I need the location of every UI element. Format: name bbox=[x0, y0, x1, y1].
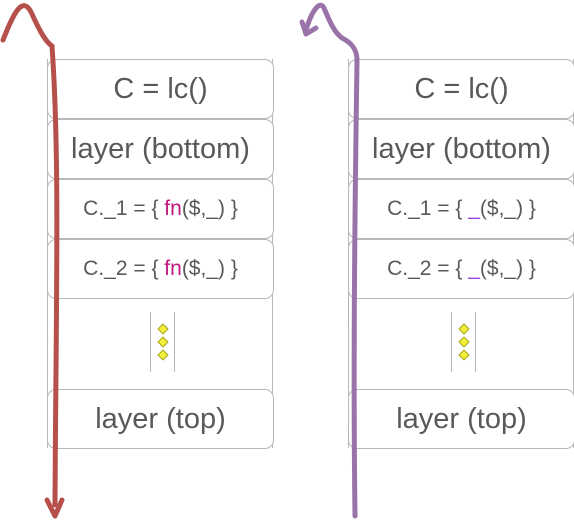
right-constructor-label: C = lc() bbox=[414, 72, 509, 105]
right-layer-bottom-label: layer (bottom) bbox=[372, 132, 551, 165]
left-cell-c2: C._2 = { fn($,_) } bbox=[47, 239, 274, 299]
left-c2-fn: fn bbox=[164, 257, 182, 280]
left-layer-bottom-label: layer (bottom) bbox=[71, 132, 250, 165]
right-c1-suffix: ($,_) } bbox=[479, 197, 536, 220]
left-cell-c1: C._1 = { fn($,_) } bbox=[47, 179, 274, 239]
right-arrowhead-icon bbox=[299, 19, 319, 37]
right-c2-placeholder: _ bbox=[468, 257, 480, 280]
right-cell-layer-bottom: layer (bottom) bbox=[348, 119, 574, 179]
ellipsis-dot bbox=[157, 336, 169, 348]
left-layer-top-label: layer (top) bbox=[95, 402, 226, 435]
left-c1-prefix: C._1 = { bbox=[83, 197, 165, 220]
ellipsis-dot bbox=[458, 349, 470, 361]
right-c2-suffix: ($,_) } bbox=[479, 257, 536, 280]
left-constructor-label: C = lc() bbox=[113, 72, 208, 105]
right-c1-prefix: C._1 = { bbox=[387, 197, 469, 220]
ellipsis-dot bbox=[458, 323, 470, 335]
right-c2-prefix: C._2 = { bbox=[387, 257, 469, 280]
left-c2-prefix: C._2 = { bbox=[83, 257, 165, 280]
left-c1-fn: fn bbox=[164, 197, 182, 220]
right-cell-c2: C._2 = { _($,_) } bbox=[348, 239, 574, 299]
left-cell-layer-top: layer (top) bbox=[47, 389, 274, 449]
left-cell-layer-bottom: layer (bottom) bbox=[47, 119, 274, 179]
right-c1-placeholder: _ bbox=[468, 197, 480, 220]
right-layer-top-label: layer (top) bbox=[396, 402, 527, 435]
right-cell-layer-top: layer (top) bbox=[348, 389, 574, 449]
ellipsis-dot bbox=[458, 336, 470, 348]
right-ellipsis bbox=[451, 312, 476, 372]
ellipsis-dot bbox=[157, 323, 169, 335]
left-c1-suffix: ($,_) } bbox=[181, 197, 238, 220]
left-c2-suffix: ($,_) } bbox=[181, 257, 238, 280]
left-layer-stack: C = lc() layer (bottom) C._1 = { fn($,_)… bbox=[47, 59, 274, 449]
right-cell-c1: C._1 = { _($,_) } bbox=[348, 179, 574, 239]
left-arrowhead-icon bbox=[44, 497, 65, 519]
right-cell-constructor: C = lc() bbox=[348, 59, 574, 119]
left-cell-constructor: C = lc() bbox=[47, 59, 274, 119]
right-layer-stack: C = lc() layer (bottom) C._1 = { _($,_) … bbox=[348, 59, 574, 449]
left-ellipsis bbox=[150, 312, 175, 372]
ellipsis-dot bbox=[157, 349, 169, 361]
